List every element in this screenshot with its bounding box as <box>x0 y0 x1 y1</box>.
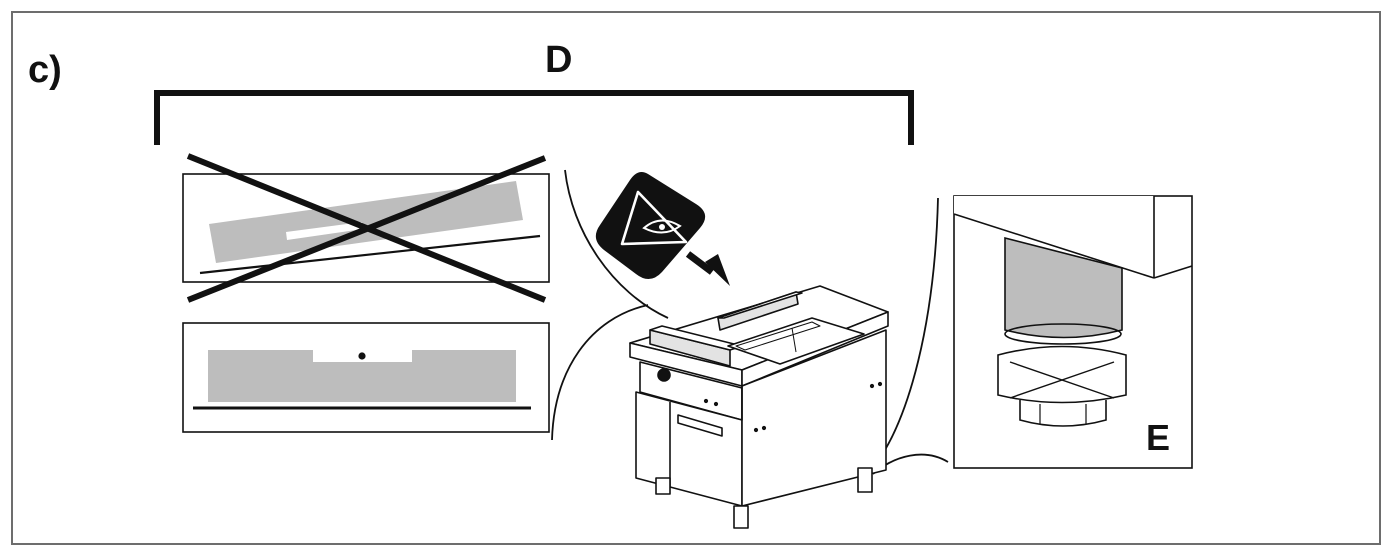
eye-inspect-icon <box>595 172 706 280</box>
incorrect-level-panel <box>182 153 550 303</box>
direction-arrow-icon <box>685 251 730 286</box>
appliance-illustration <box>629 285 889 529</box>
correct-level-panel <box>182 322 550 433</box>
foot-detail-panel <box>953 195 1193 469</box>
dimension-bracket <box>154 90 914 145</box>
detail-label: E <box>1146 417 1170 458</box>
cross-out-icon <box>186 153 547 303</box>
bracket-label: D <box>545 39 572 81</box>
step-label: c) <box>28 49 62 91</box>
